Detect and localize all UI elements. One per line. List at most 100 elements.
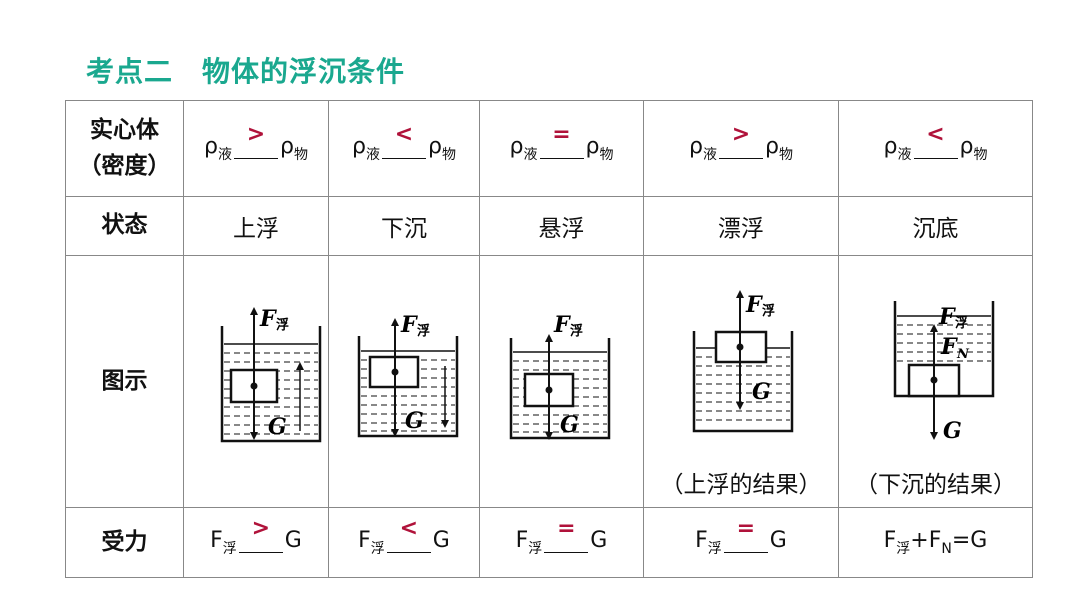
sub-object: 物 — [441, 146, 456, 163]
density-cell-0: ρ液>ρ物 — [183, 100, 329, 197]
force-cell-2: F浮 = G — [479, 507, 644, 578]
suspended-diagram: F 浮 G — [509, 312, 611, 440]
sub-object: 物 — [599, 146, 614, 163]
equals: = — [951, 527, 971, 553]
operator: < — [394, 121, 414, 147]
row-header-density-line2: （密度） — [78, 152, 171, 179]
container — [357, 336, 459, 438]
sub-buoyancy: 浮 — [707, 540, 722, 557]
operator: < — [399, 515, 419, 541]
label-F-sub: 浮 — [570, 323, 583, 339]
label-G: G — [268, 414, 287, 440]
sub-buoyancy: 浮 — [528, 540, 543, 557]
density-cell-3: ρ液>ρ物 — [643, 100, 839, 197]
caption-bottom: （下沉的结果） — [855, 472, 1016, 498]
density-cell-1: ρ液<ρ物 — [328, 100, 480, 197]
row-header-state: 状态 — [65, 196, 184, 256]
label-F: F — [553, 312, 571, 338]
operator: > — [731, 121, 751, 147]
label-F-sub: 浮 — [955, 315, 968, 331]
diagram-cell-rising: F 浮 G — [183, 255, 329, 508]
sub-buoyancy: 浮 — [896, 540, 911, 557]
F: F — [695, 527, 708, 553]
diagram-cell-sinking: F 浮 G — [328, 255, 480, 508]
F: F — [358, 527, 371, 553]
label-FN: F — [940, 334, 958, 360]
diagram-cell-bottom: F 浮 F N G （下沉的结果） — [838, 255, 1033, 508]
sub-liquid: 液 — [523, 146, 538, 163]
sub-object: 物 — [293, 146, 308, 163]
page-title: 考点二 物体的浮沉条件 — [86, 55, 406, 88]
rho: ρ — [959, 133, 974, 159]
buoyancy-conditions-table: 实心体 （密度） ρ液>ρ物 ρ液<ρ物 ρ液=ρ物 ρ液>ρ物 ρ液<ρ物 状… — [65, 100, 1033, 578]
operator: = — [736, 515, 756, 541]
label-F: F — [259, 306, 277, 332]
caption-floating: （上浮的结果） — [660, 472, 822, 498]
sub-liquid: 液 — [218, 146, 232, 163]
diagram-cell-floating: F 浮 G （上浮的结果） — [643, 255, 839, 508]
label-F: F — [938, 304, 956, 330]
state-cell-0: 上浮 — [183, 196, 329, 256]
floating-diagram: F 浮 G — [692, 290, 794, 433]
diagram-cell-suspended: F 浮 G — [479, 255, 644, 508]
operator: = — [557, 515, 576, 541]
rising-diagram: F 浮 G — [220, 306, 322, 443]
bottom-diagram: F 浮 F N G — [893, 301, 995, 444]
container — [220, 326, 322, 443]
sub-liquid: 液 — [703, 146, 717, 163]
rho: ρ — [883, 133, 898, 159]
F: F — [883, 527, 897, 553]
operator: = — [552, 121, 571, 147]
label-FN-sub: N — [956, 347, 970, 362]
sub-liquid: 液 — [366, 146, 380, 163]
container — [509, 338, 611, 440]
sinking-diagram: F 浮 G — [357, 312, 459, 438]
G: G — [590, 527, 608, 553]
label-G: G — [560, 412, 579, 438]
label-G: G — [943, 418, 962, 444]
label-F: F — [745, 292, 763, 318]
label-G: G — [405, 408, 424, 434]
F: F — [928, 527, 942, 553]
label-F-sub: 浮 — [276, 317, 289, 333]
G: G — [970, 527, 988, 553]
row-header-density: 实心体 （密度） — [65, 100, 184, 197]
rho: ρ — [352, 133, 366, 159]
F: F — [210, 527, 223, 553]
state-row: 状态 上浮 下沉 悬浮 漂浮 沉底 — [65, 196, 1033, 256]
sub-buoyancy: 浮 — [222, 540, 237, 557]
F: F — [515, 527, 529, 553]
row-header-density-line1: 实心体 — [90, 116, 159, 143]
G: G — [769, 527, 787, 553]
diagram-row: 图示 — [65, 255, 1033, 508]
density-cell-4: ρ液<ρ物 — [838, 100, 1033, 197]
force-cell-1: F浮 < G — [328, 507, 480, 578]
sub-buoyancy: 浮 — [370, 540, 385, 557]
rho: ρ — [280, 133, 294, 159]
rho: ρ — [509, 133, 524, 159]
label-F-sub: 浮 — [762, 303, 775, 319]
G: G — [284, 527, 302, 553]
G: G — [432, 527, 450, 553]
force-cell-3: F浮 = G — [643, 507, 839, 578]
rho: ρ — [585, 133, 600, 159]
density-cell-2: ρ液=ρ物 — [479, 100, 644, 197]
state-cell-4: 沉底 — [838, 196, 1033, 256]
sub-object: 物 — [973, 146, 988, 163]
rho: ρ — [689, 133, 703, 159]
operator: < — [926, 121, 945, 147]
density-row: 实心体 （密度） ρ液>ρ物 ρ液<ρ物 ρ液=ρ物 ρ液>ρ物 ρ液<ρ物 — [65, 100, 1033, 197]
plus: + — [910, 527, 929, 553]
state-cell-3: 漂浮 — [643, 196, 839, 256]
force-cell-4: F浮+FN=G — [838, 507, 1033, 578]
label-G: G — [752, 379, 771, 405]
sub-object: 物 — [778, 146, 793, 163]
label-F: F — [400, 312, 418, 338]
container — [692, 331, 794, 433]
water-lines — [897, 315, 991, 362]
operator: > — [246, 121, 266, 147]
state-cell-1: 下沉 — [328, 196, 480, 256]
operator: > — [251, 515, 271, 541]
force-row: 受力 F浮>G F浮<G F浮=G F浮=G F浮+FN=G — [65, 507, 1033, 578]
sub-normal: N — [941, 540, 952, 557]
